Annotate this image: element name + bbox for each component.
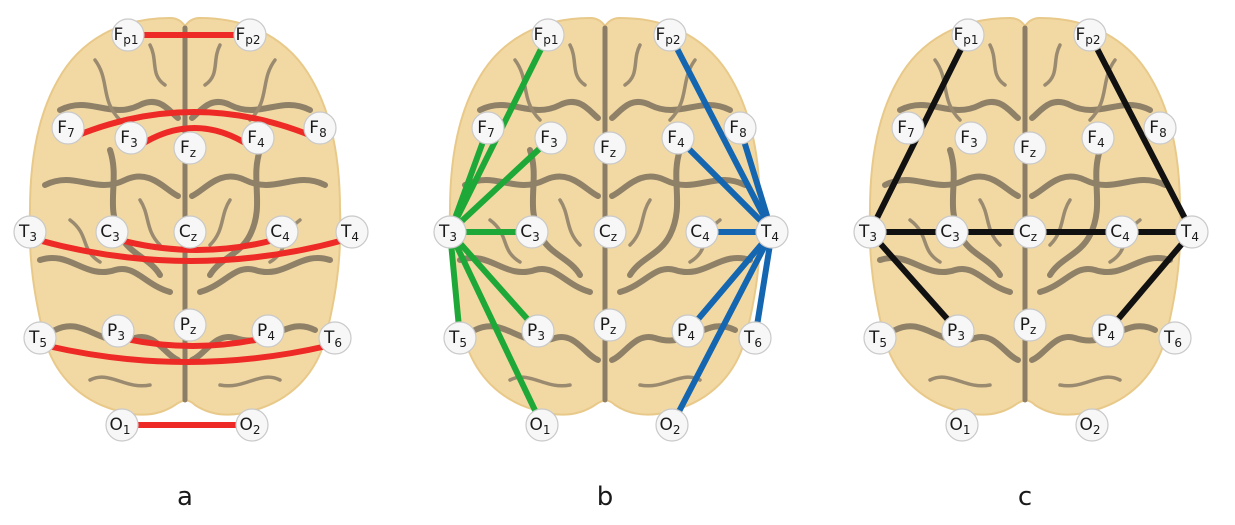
electrode-T5: T5 [864,322,896,354]
electrode-Fz: Fz [174,132,206,164]
electrode-F8: F8 [724,112,756,144]
electrode-T4: T4 [1176,216,1208,248]
electrode-Pz: Pz [1014,309,1046,341]
electrode-F8: F8 [304,112,336,144]
electrode-F3: F3 [955,122,987,154]
electrode-P4: P4 [252,315,284,347]
electrode-F4: F4 [662,122,694,154]
electrode-C3: C3 [96,216,128,248]
panel-caption-c: c [1018,482,1032,512]
electrode-Fz: Fz [1014,132,1046,164]
electrode-Pz: Pz [174,309,206,341]
electrode-Fp1: Fp1 [532,19,564,51]
electrode-Cz: Cz [594,216,626,248]
electrode-T6: T6 [1159,322,1191,354]
electrode-F3: F3 [535,122,567,154]
electrode-Fz: Fz [594,132,626,164]
electrode-F7: F7 [472,112,504,144]
electrode-O2: O2 [1076,409,1108,441]
electrode-F4: F4 [1082,122,1114,154]
electrode-C4: C4 [266,216,298,248]
electrode-T5: T5 [444,322,476,354]
electrode-O1: O1 [946,409,978,441]
electrode-T3: T3 [14,216,46,248]
electrode-O1: O1 [526,409,558,441]
electrode-Fp1: Fp1 [952,19,984,51]
electrode-O1: O1 [106,409,138,441]
panel-captions: a b c [177,482,1032,512]
electrode-P3: P3 [942,315,974,347]
electrode-T6: T6 [319,322,351,354]
electrode-T6: T6 [739,322,771,354]
electrode-C4: C4 [686,216,718,248]
electrode-T3: T3 [434,216,466,248]
electrode-F7: F7 [892,112,924,144]
electrode-P3: P3 [102,315,134,347]
electrode-F8: F8 [1144,112,1176,144]
electrode-T3: T3 [854,216,886,248]
panel-caption-a: a [177,482,193,512]
electrode-C3: C3 [936,216,968,248]
electrode-F7: F7 [52,112,84,144]
electrode-P3: P3 [522,315,554,347]
electrode-T4: T4 [756,216,788,248]
electrode-T5: T5 [24,322,56,354]
electrode-Pz: Pz [594,309,626,341]
panel-c: Fp1 Fp2F7 F3 Fz F4 F8T3 C3 Cz C4 T4T5 P3 Pz P4 T6O1 O2 [854,18,1208,441]
electrode-O2: O2 [236,409,268,441]
electrode-C3: C3 [516,216,548,248]
electrode-F3: F3 [115,122,147,154]
electrode-Cz: Cz [174,216,206,248]
electrode-C4: C4 [1106,216,1138,248]
electrode-F4: F4 [242,122,274,154]
panel-caption-b: b [597,482,614,512]
electrode-P4: P4 [672,315,704,347]
electrode-Fp2: Fp2 [654,19,686,51]
electrode-Fp1: Fp1 [112,19,144,51]
electrode-P4: P4 [1092,315,1124,347]
electrode-T4: T4 [336,216,368,248]
electrode-Fp2: Fp2 [1074,19,1106,51]
electrode-Fp2: Fp2 [234,19,266,51]
electrode-O2: O2 [656,409,688,441]
electrode-Cz: Cz [1014,216,1046,248]
